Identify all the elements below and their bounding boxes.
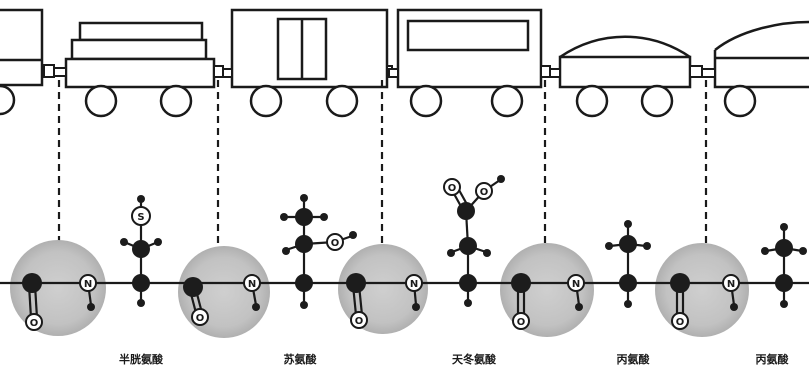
atom-letter: O bbox=[676, 317, 685, 328]
atom-letter: N bbox=[410, 279, 418, 290]
hydrogen-atom bbox=[349, 231, 357, 239]
atom-letter: O bbox=[517, 317, 526, 328]
atom-letter: O bbox=[331, 238, 340, 249]
nitrogen-atom bbox=[405, 274, 423, 292]
hydrogen-atom bbox=[761, 247, 769, 255]
train bbox=[0, 8, 809, 118]
carbon-atom bbox=[183, 277, 203, 297]
hydrogen-atom bbox=[624, 300, 632, 308]
hydrogen-atom bbox=[320, 213, 328, 221]
hydrogen-atom bbox=[87, 303, 95, 311]
hydrogen-atom bbox=[252, 303, 260, 311]
nitrogen-atom bbox=[79, 274, 97, 292]
oxygen-atom bbox=[671, 312, 689, 330]
sulfur-atom bbox=[131, 206, 151, 226]
carbon-atom bbox=[670, 273, 690, 293]
hydrogen-atom bbox=[730, 303, 738, 311]
hydrogen-atom bbox=[412, 303, 420, 311]
carbon-atom bbox=[295, 235, 313, 253]
hydrogen-atom bbox=[137, 299, 145, 307]
hydrogen-atom bbox=[780, 223, 788, 231]
carbon-atom bbox=[457, 202, 475, 220]
train-couplers bbox=[43, 64, 716, 78]
hydrogen-atom bbox=[624, 220, 632, 228]
oxygen-atom bbox=[326, 233, 344, 251]
atoms-carbon-hydrogen bbox=[22, 175, 807, 311]
residue-label-3: 天冬氨酸 bbox=[452, 353, 496, 366]
oxygen-atom bbox=[512, 312, 530, 330]
train-car-partial-right bbox=[713, 20, 809, 118]
hydrogen-atom bbox=[643, 242, 651, 250]
oxygen-atom bbox=[443, 178, 461, 196]
hydrogen-atom bbox=[280, 213, 288, 221]
peptide-discs bbox=[10, 240, 749, 338]
residue-label-1: 半胱氨酸 bbox=[119, 353, 163, 366]
atom-letter: O bbox=[448, 183, 457, 194]
carbon-atom bbox=[295, 274, 313, 292]
carbon-atom bbox=[132, 274, 150, 292]
hydrogen-atom bbox=[447, 249, 455, 257]
hydrogen-atom bbox=[120, 238, 128, 246]
carbon-atom bbox=[22, 273, 42, 293]
atoms-hetero bbox=[25, 178, 740, 331]
train-car-panel bbox=[396, 8, 543, 118]
hydrogen-atom bbox=[300, 194, 308, 202]
hydrogen-atom bbox=[464, 299, 472, 307]
nitrogen-atom bbox=[567, 274, 585, 292]
carbon-atom bbox=[619, 274, 637, 292]
oxygen-atom bbox=[475, 182, 493, 200]
peptide-disc bbox=[10, 240, 106, 336]
atom-letter: N bbox=[727, 279, 735, 290]
train-car-boxcar bbox=[230, 8, 389, 118]
carbon-atom bbox=[346, 273, 366, 293]
train-car-hopper bbox=[558, 35, 692, 118]
oxygen-atom bbox=[350, 311, 368, 329]
nitrogen-atom bbox=[243, 274, 261, 292]
hydrogen-atom bbox=[483, 249, 491, 257]
atom-letter: N bbox=[84, 279, 92, 290]
coupling-arrows bbox=[57, 80, 708, 262]
hydrogen-atom bbox=[575, 303, 583, 311]
hydrogen-atom bbox=[282, 247, 290, 255]
hydrogen-atom bbox=[497, 175, 505, 183]
residue-label-4: 丙氨酸 bbox=[616, 353, 650, 366]
carbon-atom bbox=[295, 208, 313, 226]
carbon-atom bbox=[775, 274, 793, 292]
carbon-atom bbox=[132, 240, 150, 258]
hydrogen-atom bbox=[780, 300, 788, 308]
carbon-atom bbox=[775, 239, 793, 257]
residue-label-5: 丙氨酸 bbox=[755, 353, 789, 366]
hydrogen-atom bbox=[799, 247, 807, 255]
oxygen-atom bbox=[191, 308, 209, 326]
carbon-atom bbox=[619, 235, 637, 253]
residue-label-2: 苏氨酸 bbox=[283, 353, 317, 366]
hydrogen-atom bbox=[137, 195, 145, 203]
atom-letter: S bbox=[137, 212, 144, 223]
hydrogen-atom bbox=[605, 242, 613, 250]
hydrogen-atom bbox=[154, 238, 162, 246]
carbon-atom bbox=[459, 237, 477, 255]
atom-letters: N N N N N O O O O O O O O S bbox=[30, 183, 735, 329]
carbon-atom bbox=[459, 274, 477, 292]
nitrogen-atom bbox=[722, 274, 740, 292]
atom-letter: O bbox=[480, 187, 489, 198]
atom-letter: N bbox=[248, 279, 256, 290]
train-car-flatbed bbox=[64, 21, 216, 118]
oxygen-atom bbox=[25, 313, 43, 331]
atom-letter: O bbox=[355, 316, 364, 327]
atom-letter: N bbox=[572, 279, 580, 290]
atom-letter: O bbox=[196, 313, 205, 324]
carbon-atom bbox=[511, 273, 531, 293]
train-car-partial-left bbox=[0, 8, 44, 116]
atom-letter: O bbox=[30, 318, 39, 329]
hydrogen-atom bbox=[300, 301, 308, 309]
